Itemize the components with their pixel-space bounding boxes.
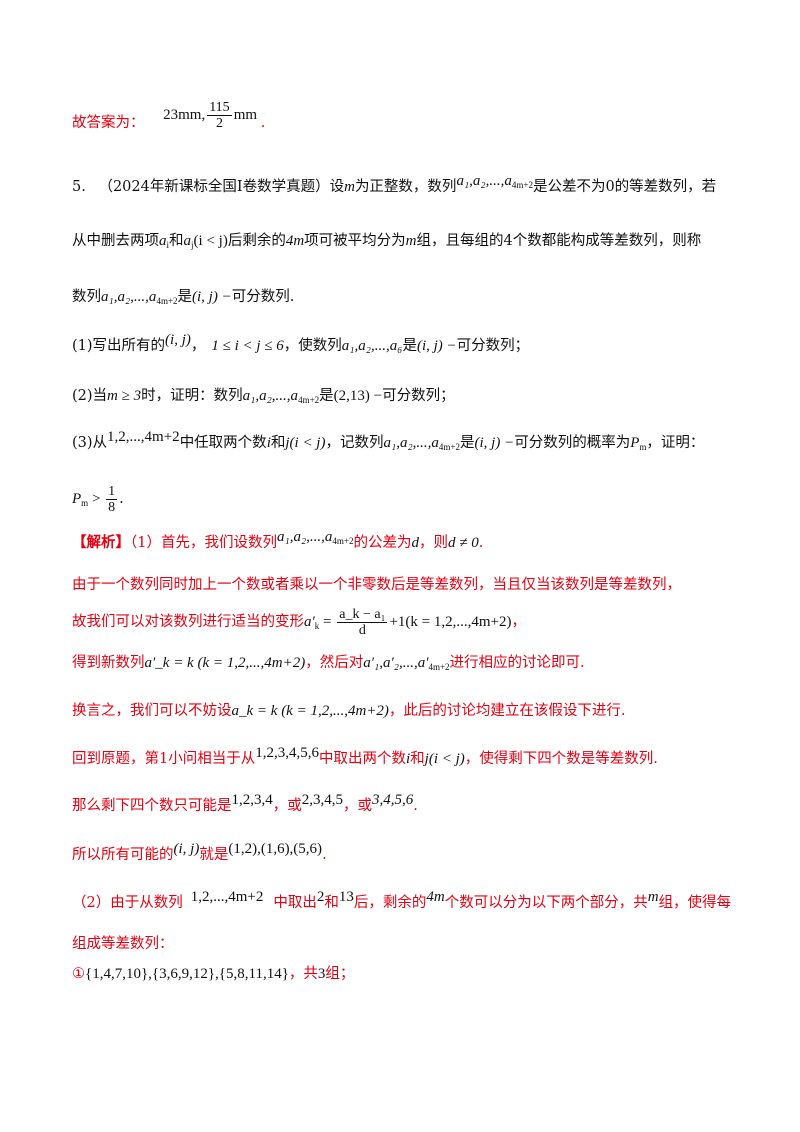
question-2: (2)当m ≥ 3时，证明：数列a₁,a₂,...,a4m+2是(2,13) −… [72,388,455,405]
question-3: (3)从1,2,...,4m+2中任取两个数i和j(i < j)，记数列a₁,a… [72,429,705,452]
solution-tag: 【解析】 [72,534,130,551]
solution-line-6: 回到原题，第1小问相当于从1,2,3,4,5,6中取出两个数i和j(i < j)… [72,745,658,767]
problem-line-3: 数列a₁,a₂,...,a4m+2是(i, j) −可分数列. [72,289,295,306]
problem-line-1: 5. （2024年新课标全国Ⅰ卷数学真题）设m为正整数，数列a₁,a₂,...,… [72,173,717,195]
solution-line-5: 换言之，我们可以不妨设a_k = k (k = 1,2,...,4m+2)，此后… [72,703,626,719]
solution-line-11: ①{1,4,7,10},{3,6,9,12},{5,8,11,14}，共3组； [72,966,355,982]
solution-line-10: 组成等差数列： [72,936,174,952]
solution-line-1: 【解析】（1）首先，我们设数列a₁,a₂,...,a4m+2的公差为d，则d ≠… [72,529,484,551]
problem-line-2: 从中删去两项ai和aj(i < j)后剩余的4m项可被平均分为m组，且每组的4个… [72,233,702,250]
question-1: (1)写出所有的(i, j)，1 ≤ i < j ≤ 6，使数列a₁,a₂,..… [72,332,530,354]
solution-line-7: 那么剩下四个数只可能是1,2,3,4，或2,3,4,5，或3,4,5,6. [72,792,418,814]
solution-line-4: 得到新数列a′_k = k (k = 1,2,...,4m+2)，然后对a′₁,… [72,655,585,672]
solution-line-2: 由于一个数列同时加上一个数或者乘以一个非零数后是等差数列，当且仅当该数列是等差数… [72,577,681,593]
solution-line-8: 所以所有可能的(i, j)就是(1,2),(1,6),(5,6). [72,841,327,863]
answer-prefix: 故答案为： [72,114,145,131]
